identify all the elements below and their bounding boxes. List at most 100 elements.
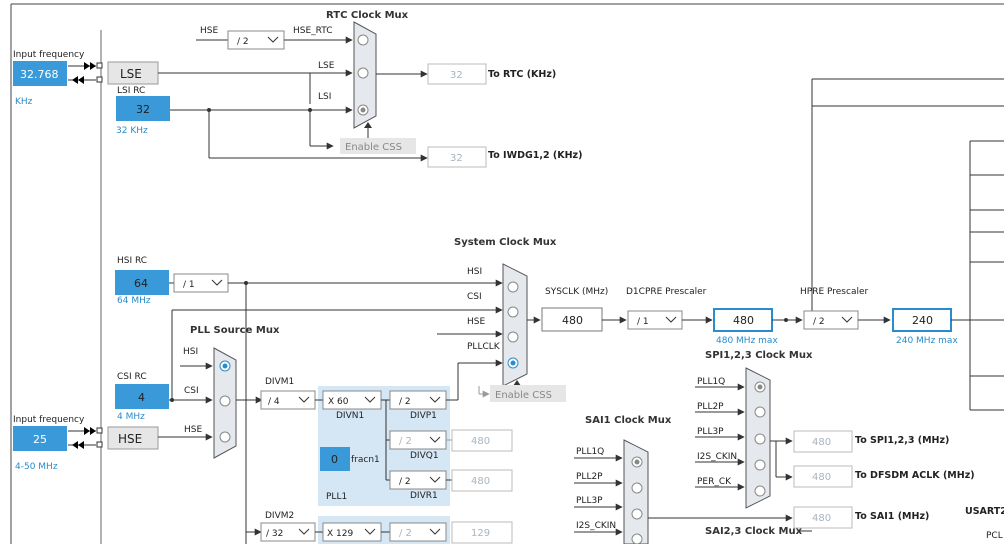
sys-mux-hsi-label: HSI <box>467 267 482 277</box>
spi-clock-mux <box>745 367 771 509</box>
usart-label: USART2 <box>965 506 1004 517</box>
rtc-clock-mux <box>353 21 377 129</box>
pll-src-option-hse[interactable] <box>219 431 231 443</box>
svg-text:480: 480 <box>733 314 754 327</box>
fracn1-input[interactable]: 0 <box>320 447 350 471</box>
svg-text:/ 2: / 2 <box>399 436 412 447</box>
svg-text:X 129: X 129 <box>327 529 353 539</box>
rtc-hse-div-select[interactable]: / 2 <box>227 30 285 50</box>
hsi-div-select[interactable]: / 1 <box>173 273 229 293</box>
spi-input-2: PLL3P <box>697 427 724 437</box>
spi-input-4: PER_CK <box>697 477 732 487</box>
svg-text:64: 64 <box>134 277 148 290</box>
svg-text:HSE: HSE <box>118 432 142 446</box>
sys-mux-pllclk-label: PLLCLK <box>467 342 501 352</box>
svg-text:/ 2: / 2 <box>399 397 411 407</box>
spi-input-1: PLL2P <box>697 402 724 412</box>
pcl-label: PCL <box>986 531 1003 541</box>
csi-value-box: 4 <box>115 384 169 409</box>
svg-text:480: 480 <box>812 513 831 524</box>
lsi-unit: 32 KHz <box>116 126 148 136</box>
lse-freq-input[interactable]: 32.768 <box>13 61 67 86</box>
pll-source-mux <box>213 347 237 459</box>
sai23-mux-title: SAI2,3 Clock Mux <box>705 526 803 537</box>
sai1-mux-option-2[interactable] <box>631 508 643 520</box>
svg-text:/ 4: / 4 <box>268 397 280 407</box>
rtc-output-box: 32 <box>427 63 487 85</box>
iwdg-output-label: To IWDG1,2 (KHz) <box>488 150 582 161</box>
csi-label: CSI RC <box>117 372 147 382</box>
sysclk-label: SYSCLK (MHz) <box>545 287 608 297</box>
rtc-mux-option-lse[interactable] <box>357 67 369 79</box>
divp1-label: DIVP1 <box>410 411 437 421</box>
svg-text:480: 480 <box>471 436 490 447</box>
pll-src-hse-label: HSE <box>184 425 202 435</box>
svg-text:25: 25 <box>33 433 47 446</box>
divr1-label: DIVR1 <box>410 491 438 501</box>
sys-mux-option-csi[interactable] <box>507 306 519 318</box>
svg-text:/ 2: / 2 <box>813 317 825 327</box>
sai1-mux-option-1[interactable] <box>631 482 643 494</box>
hpre-label: HPRE Prescaler <box>800 287 868 297</box>
fracn1-label: fracn1 <box>351 455 380 465</box>
divr1-select[interactable]: / 2 <box>389 470 447 490</box>
rtc-mux-option-hse[interactable] <box>357 34 369 46</box>
sys-mux-title: System Clock Mux <box>454 237 557 248</box>
spi-output-box: 480 <box>793 430 853 453</box>
divn1-select[interactable]: X 60 <box>322 390 382 410</box>
spi-mux-option-3[interactable] <box>754 459 766 471</box>
sai1-mux-option-3[interactable] <box>631 533 643 544</box>
lse-block[interactable]: LSE <box>107 61 159 85</box>
divr1-output-box: 480 <box>451 469 513 492</box>
svg-text:/ 2: / 2 <box>399 528 412 539</box>
svg-text:X 60: X 60 <box>328 397 349 407</box>
divp1-select[interactable]: / 2 <box>389 390 447 410</box>
sys-enable-css-button[interactable]: Enable CSS <box>490 385 566 402</box>
svg-text:480: 480 <box>562 314 583 327</box>
rtc-enable-css-button[interactable]: Enable CSS <box>340 138 416 154</box>
hsi-value-box: 64 <box>115 270 169 295</box>
rtc-output-label: To RTC (KHz) <box>488 69 556 80</box>
divn1-label: DIVN1 <box>336 411 364 421</box>
divm2-label: DIVM2 <box>265 511 294 521</box>
svg-text:Enable CSS: Enable CSS <box>495 390 552 401</box>
d1cpre-value-box: 480 <box>713 308 773 332</box>
sai1-input-1: PLL2P <box>576 472 603 482</box>
dfsdm-output-label: To DFSDM ACLK (MHz) <box>855 470 975 481</box>
d1cpre-label: D1CPRE Prescaler <box>626 287 707 297</box>
hpre-max: 240 MHz max <box>896 336 958 346</box>
lsi-label: LSI RC <box>117 86 145 96</box>
sysclk-value-box: 480 <box>541 307 603 332</box>
hse-freq-input[interactable]: 25 <box>13 426 67 451</box>
hse-block[interactable]: HSE <box>107 426 159 450</box>
lse-unit: KHz <box>15 97 33 107</box>
spi-mux-option-2[interactable] <box>754 433 766 445</box>
spi-mux-option-4[interactable] <box>754 485 766 497</box>
divq1-select[interactable]: / 2 <box>389 430 447 450</box>
divn2-select[interactable]: X 129 <box>322 522 382 542</box>
d1cpre-select[interactable]: / 1 <box>627 310 683 330</box>
d1cpre-max: 480 MHz max <box>716 336 778 346</box>
sai1-clock-mux <box>623 439 649 544</box>
spi-mux-option-1[interactable] <box>754 406 766 418</box>
svg-text:480: 480 <box>812 437 831 448</box>
svg-text:/ 2: / 2 <box>399 477 411 487</box>
divm1-select[interactable]: / 4 <box>260 390 316 410</box>
sys-mux-option-hse[interactable] <box>507 331 519 343</box>
sai1-output-label: To SAI1 (MHz) <box>855 511 929 522</box>
spi-input-0: PLL1Q <box>697 377 725 387</box>
divm2-select[interactable]: / 32 <box>260 522 316 542</box>
hpre-select[interactable]: / 2 <box>803 310 859 330</box>
svg-text:/ 1: / 1 <box>183 280 195 290</box>
sys-mux-option-hsi[interactable] <box>507 281 519 293</box>
svg-text:129: 129 <box>471 528 490 539</box>
sys-mux-csi-label: CSI <box>467 292 482 302</box>
sai1-input-3: I2S_CKIN <box>576 521 616 531</box>
svg-text:0: 0 <box>331 453 338 466</box>
hse-unit: 4-50 MHz <box>15 462 58 472</box>
pll-src-option-csi[interactable] <box>219 395 231 407</box>
rtc-lse-label: LSE <box>318 61 335 71</box>
divp2-select[interactable]: / 2 <box>389 522 447 542</box>
dfsdm-output-box: 480 <box>793 465 853 488</box>
svg-text:32: 32 <box>450 70 463 81</box>
